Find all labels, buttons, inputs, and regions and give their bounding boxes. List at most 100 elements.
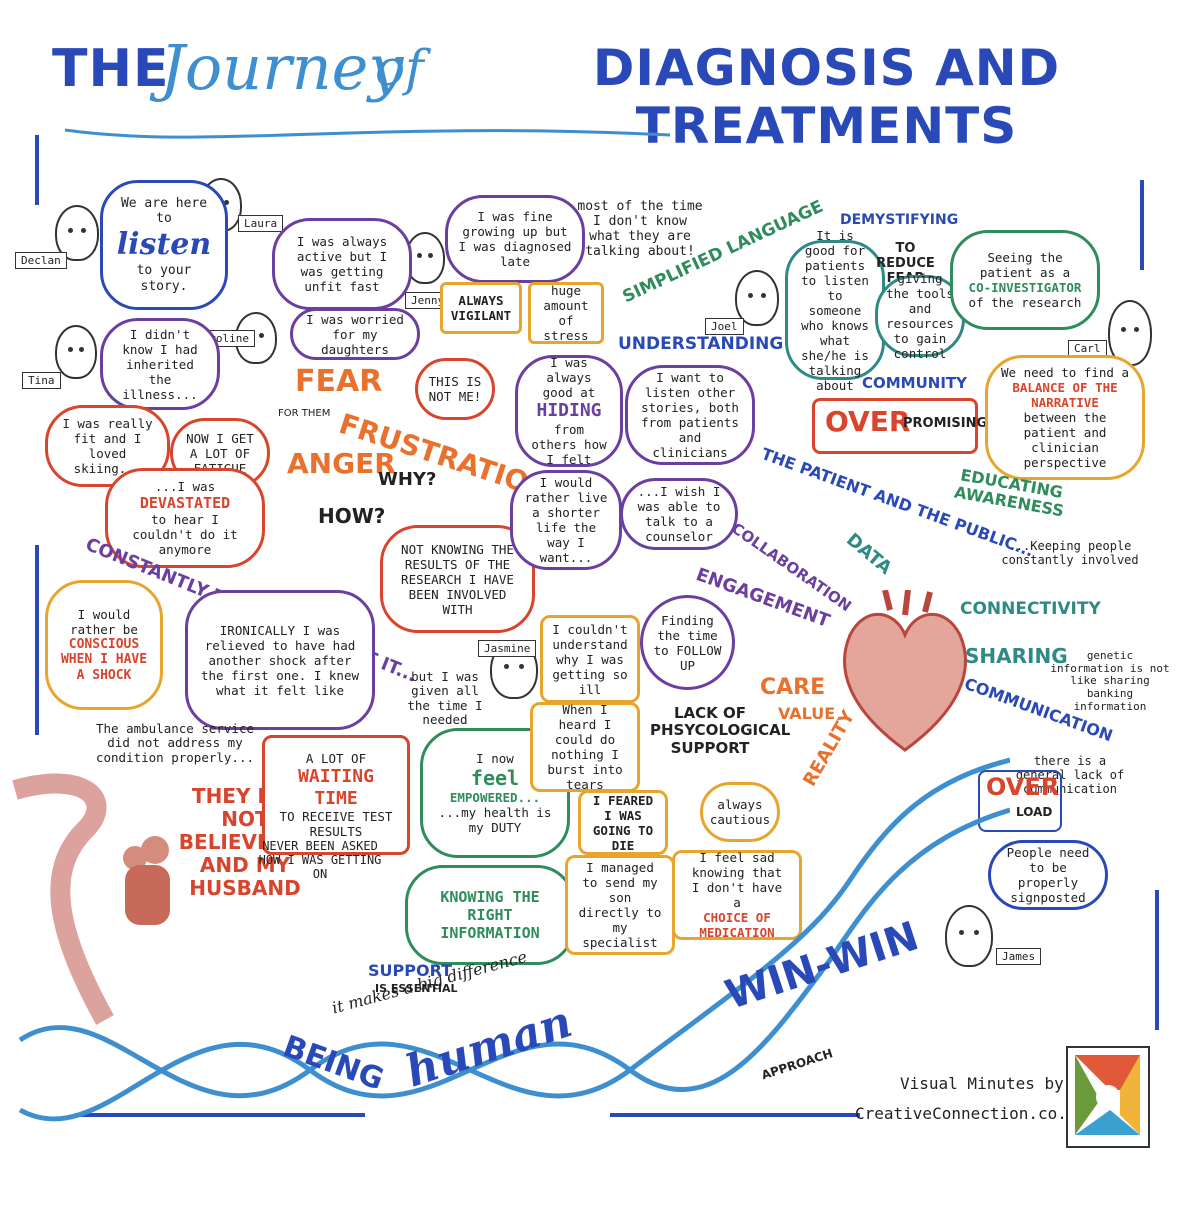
over-promising: OVER PROMISING [812,398,987,454]
promising-word: PROMISING [903,416,988,431]
waiting-pre: A LOT OF [305,750,367,766]
emotion-why: WHY? [378,469,437,490]
over-word: OVER [825,405,911,438]
waiting-post: TO RECEIVE TEST RESULTS [279,809,393,840]
choice-pre: I feel sad knowing that I don't have a [691,850,783,910]
joel-portrait [735,270,779,326]
overload-load: LOAD [1016,805,1053,819]
title-underline [64,128,671,139]
quote-sent-son: I managed to send my son directly to my … [565,855,675,955]
hiding-pre: I was always good at [542,355,596,401]
conscious-pre: I would rather be [70,606,138,637]
empowered-word: EMPOWERED... [449,790,541,805]
heading-community: COMMUNITY [862,374,968,392]
road-illustration [12,773,170,1025]
emotion-for-them: FOR THEM [278,408,331,419]
conscious-word: CONSCIOUS WHEN I HAVE A SHOCK [60,636,148,683]
quote-feared-die: I FEARED I WAS GOING TO DIE [578,790,668,855]
devastated-word: DEVASTATED [139,494,231,512]
creative-connection-logo [1066,1046,1150,1148]
quote-listen-others: I want to listen other stories, both fro… [625,365,755,465]
intro-line1: We are here to [120,195,208,227]
heading-support: SUPPORT [368,961,453,980]
james-label: James [996,948,1042,965]
quote-given-time: but I was given all the time I needed [407,669,483,728]
choice-cloud: I feel sad knowing that I don't have a C… [672,850,802,940]
hiding-post: from others how I felt [531,421,607,467]
balance-cloud: We need to find a BALANCE OF THE NARRATI… [985,355,1145,480]
quote-finding-time: Finding the time to FOLLOW UP [640,595,735,690]
empowered-feel: feel [470,766,520,790]
heading-understanding: UNDERSTANDING [618,334,784,354]
dna-helix [18,757,1010,1122]
co-investigator-post: of the research [968,295,1082,310]
hiding-cloud: I was always good at HIDING from others … [515,355,623,467]
overload-box: OVER LOAD [978,770,1062,832]
declan-label: Declan [15,252,67,269]
bottom-border-left [75,1113,365,1117]
co-investigator-word: CO-INVESTIGATOR [968,280,1082,295]
quote-always-cautious: always cautious [700,782,780,842]
joel-label: Joel [705,318,744,335]
emotion-anger: ANGER [287,447,396,480]
co-investigator-cloud: Seeing the patient as a CO-INVESTIGATOR … [950,230,1100,330]
heart-word-care: CARE [760,675,826,700]
heart-word-connectivity: CONNECTIVITY [960,599,1101,619]
heading-demystifying: DEMYSTIFYING [840,212,959,228]
quote-most-time: most of the time I don't know what they … [577,199,703,259]
quote-genetic: genetic information is not like sharing … [1050,649,1170,713]
left-border-top [35,135,39,205]
empowered-pre: I now [476,751,514,766]
heart-word-sharing: SHARING [965,644,1068,668]
heart-word-value: VALUE [778,704,836,723]
empowered-duty: ...my health is my DUTY [438,805,552,835]
title-main: DIAGNOSIS AND TREATMENTS [592,39,1061,155]
tina-label: Tina [22,372,61,389]
balance-word: BALANCE OF THE NARRATIVE [1012,380,1118,410]
declan-portrait [55,205,99,261]
title-of: of [375,39,424,97]
emotion-fear: FEAR [295,364,383,399]
devastated-pre: ...I was [154,479,216,494]
intro-listen: listen [116,227,212,262]
choice-word: CHOICE OF MEDICATION [699,910,775,940]
empowered-cloud: I now feel EMPOWERED... ...my health is … [420,728,570,858]
heading-is-essential: IS ESSENTIAL [375,982,458,995]
james-portrait [945,905,993,967]
balance-post: between the patient and clinician perspe… [1023,410,1107,470]
jenny-label: Jenny [405,292,451,309]
emotion-how: HOW? [318,504,386,528]
left-border-mid [35,545,39,735]
waiting-cloud: A LOT OF WAITING TIME TO RECEIVE TEST RE… [262,735,410,855]
quote-active: I was always active but I was getting un… [272,218,412,310]
quote-not-knowing: NOT KNOWING THE RESULTS OF THE RESEARCH … [380,525,535,633]
bottom-border-right [610,1113,860,1117]
intro-line2: to your story. [136,263,192,294]
quote-couldnt-understand: I couldn't understand why I was getting … [540,615,640,703]
quote-not-me: THIS IS NOT ME! [415,358,495,420]
quote-ironically: IRONICALLY I was relieved to have had an… [185,590,375,730]
quote-shorter-life: I would rather live a shorter life the w… [510,470,622,570]
quote-huge-stress: huge amount of stress [528,282,604,344]
title-the: THE [52,39,170,99]
waiting-word: WAITING TIME [298,765,374,809]
quote-always-vigilant: ALWAYS VIGILANT [440,282,522,334]
credit-line2: CreativeConnection.co.uk [855,1104,1087,1123]
devastated-post: to hear I couldn't do it anymore [132,512,238,557]
quote-never-asked: NEVER BEEN ASKED HOW I WAS GETTING ON [258,839,382,881]
intro-cloud: We are here to listen to your story. [100,180,228,310]
quote-signposted: People need to be properly signposted [988,840,1108,910]
heart-illustration [843,590,967,752]
quote-counselor: ...I wish I was able to talk to a counse… [620,478,738,550]
conscious-cloud: I would rather be CONSCIOUS WHEN I HAVE … [45,580,163,710]
right-border-bot [1155,890,1159,1030]
quote-fine-growing: I was fine growing up but I was diagnose… [445,195,585,283]
tina-portrait [55,325,97,379]
quote-worried: I was worried for my daughters [290,308,420,360]
credit-line1: Visual Minutes by [900,1074,1064,1093]
quote-ambulance: The ambulance service did not address my… [95,721,255,765]
co-investigator-pre: Seeing the patient as a [979,250,1071,280]
carl-label: Carl [1068,340,1107,357]
heart-word-data: DATA [842,529,896,579]
quote-keeping: ...Keeping people constantly involved [1001,539,1139,567]
